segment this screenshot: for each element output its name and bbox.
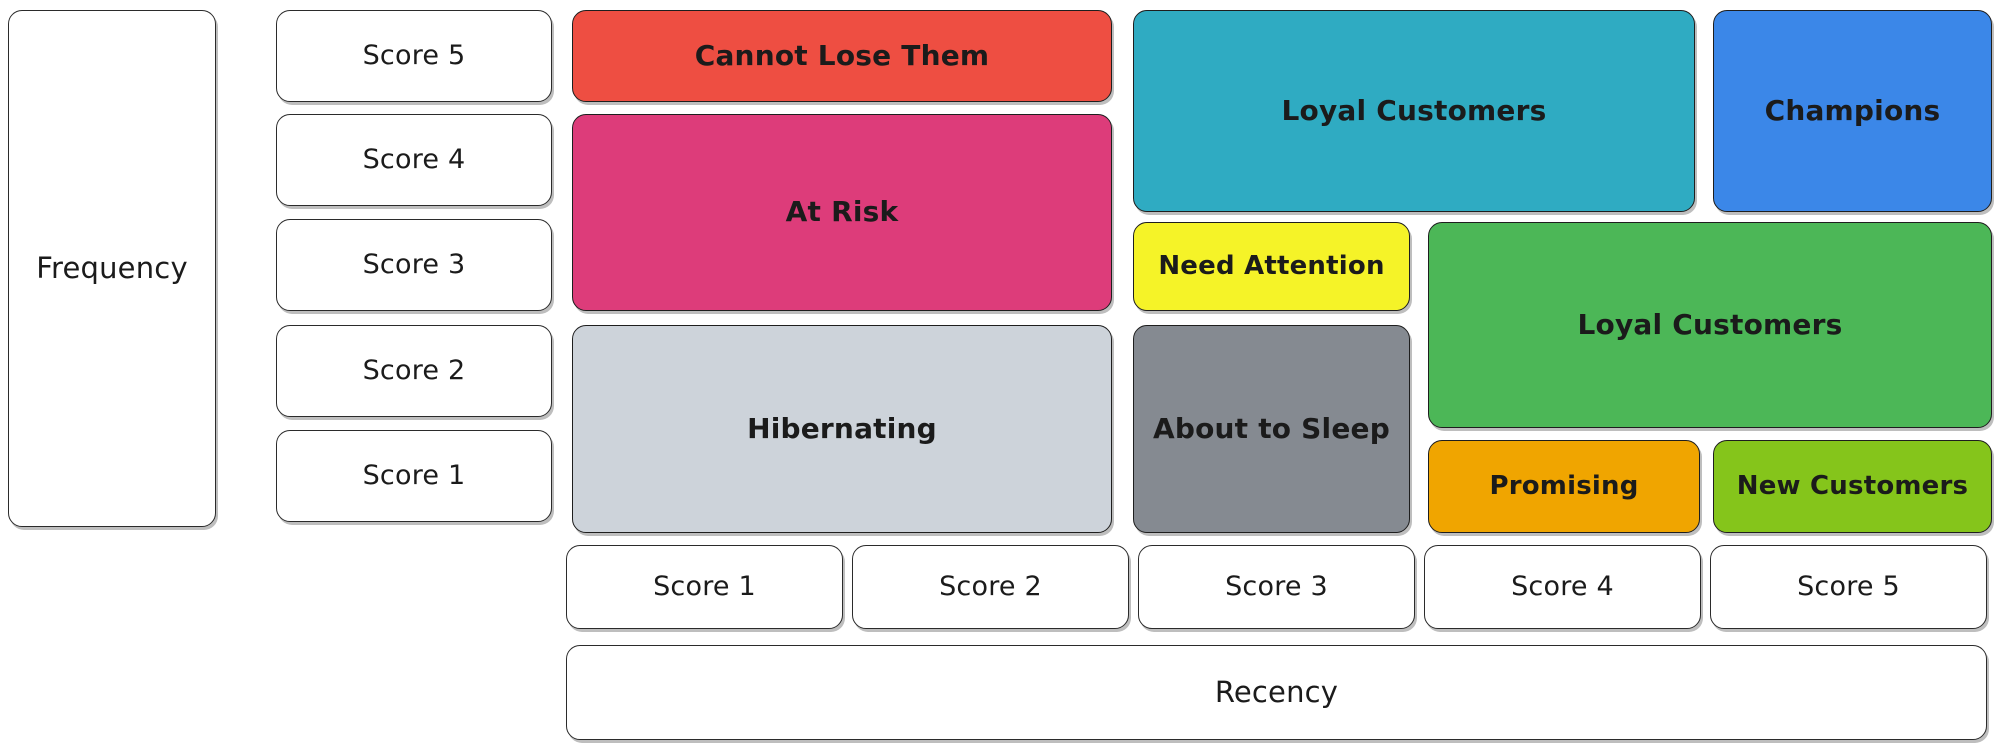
segment-new-customers-label: New Customers [1736, 470, 1969, 501]
segment-need-attention-label: Need Attention [1158, 250, 1385, 281]
recency-score-5-label: Score 5 [1797, 571, 1900, 603]
segment-at-risk-label: At Risk [785, 195, 899, 229]
segment-loyal-customers-green[interactable]: Loyal Customers [1428, 222, 1992, 428]
recency-axis-box: Recency [566, 645, 1987, 740]
segment-at-risk[interactable]: At Risk [572, 114, 1112, 311]
frequency-score-3-label: Score 3 [362, 249, 466, 281]
recency-score-5: Score 5 [1710, 545, 1987, 629]
recency-score-2-label: Score 2 [939, 571, 1042, 603]
frequency-score-1: Score 1 [276, 430, 552, 522]
frequency-score-2: Score 2 [276, 325, 552, 417]
recency-score-1: Score 1 [566, 545, 843, 629]
segment-cannot-lose-them[interactable]: Cannot Lose Them [572, 10, 1112, 102]
segment-promising-label: Promising [1489, 470, 1639, 501]
segment-need-attention[interactable]: Need Attention [1133, 222, 1410, 311]
segment-promising[interactable]: Promising [1428, 440, 1700, 533]
recency-score-2: Score 2 [852, 545, 1129, 629]
segment-hibernating-label: Hibernating [747, 411, 937, 445]
recency-score-3-label: Score 3 [1225, 571, 1328, 603]
segment-champions[interactable]: Champions [1713, 10, 1992, 212]
segment-about-to-sleep-label: About to Sleep [1153, 411, 1390, 445]
recency-axis-label: Recency [1214, 674, 1339, 709]
frequency-score-2-label: Score 2 [362, 355, 466, 387]
frequency-score-1-label: Score 1 [362, 460, 466, 492]
frequency-axis-label: Frequency [36, 250, 188, 285]
segment-loyal-customers-green-label: Loyal Customers [1577, 307, 1843, 341]
frequency-score-5: Score 5 [276, 10, 552, 102]
recency-score-1-label: Score 1 [653, 571, 756, 603]
frequency-score-4-label: Score 4 [362, 144, 466, 176]
recency-score-3: Score 3 [1138, 545, 1415, 629]
recency-score-4-label: Score 4 [1511, 571, 1614, 603]
frequency-score-5-label: Score 5 [362, 40, 466, 72]
segment-cannot-lose-them-label: Cannot Lose Them [694, 38, 990, 72]
frequency-score-3: Score 3 [276, 219, 552, 311]
segment-new-customers[interactable]: New Customers [1713, 440, 1992, 533]
segment-about-to-sleep[interactable]: About to Sleep [1133, 325, 1410, 533]
segment-loyal-customers-teal[interactable]: Loyal Customers [1133, 10, 1695, 212]
recency-score-4: Score 4 [1424, 545, 1701, 629]
segment-champions-label: Champions [1764, 93, 1941, 127]
segment-loyal-customers-teal-label: Loyal Customers [1281, 93, 1547, 127]
segment-hibernating[interactable]: Hibernating [572, 325, 1112, 533]
frequency-score-4: Score 4 [276, 114, 552, 206]
frequency-axis-box: Frequency [8, 10, 216, 527]
